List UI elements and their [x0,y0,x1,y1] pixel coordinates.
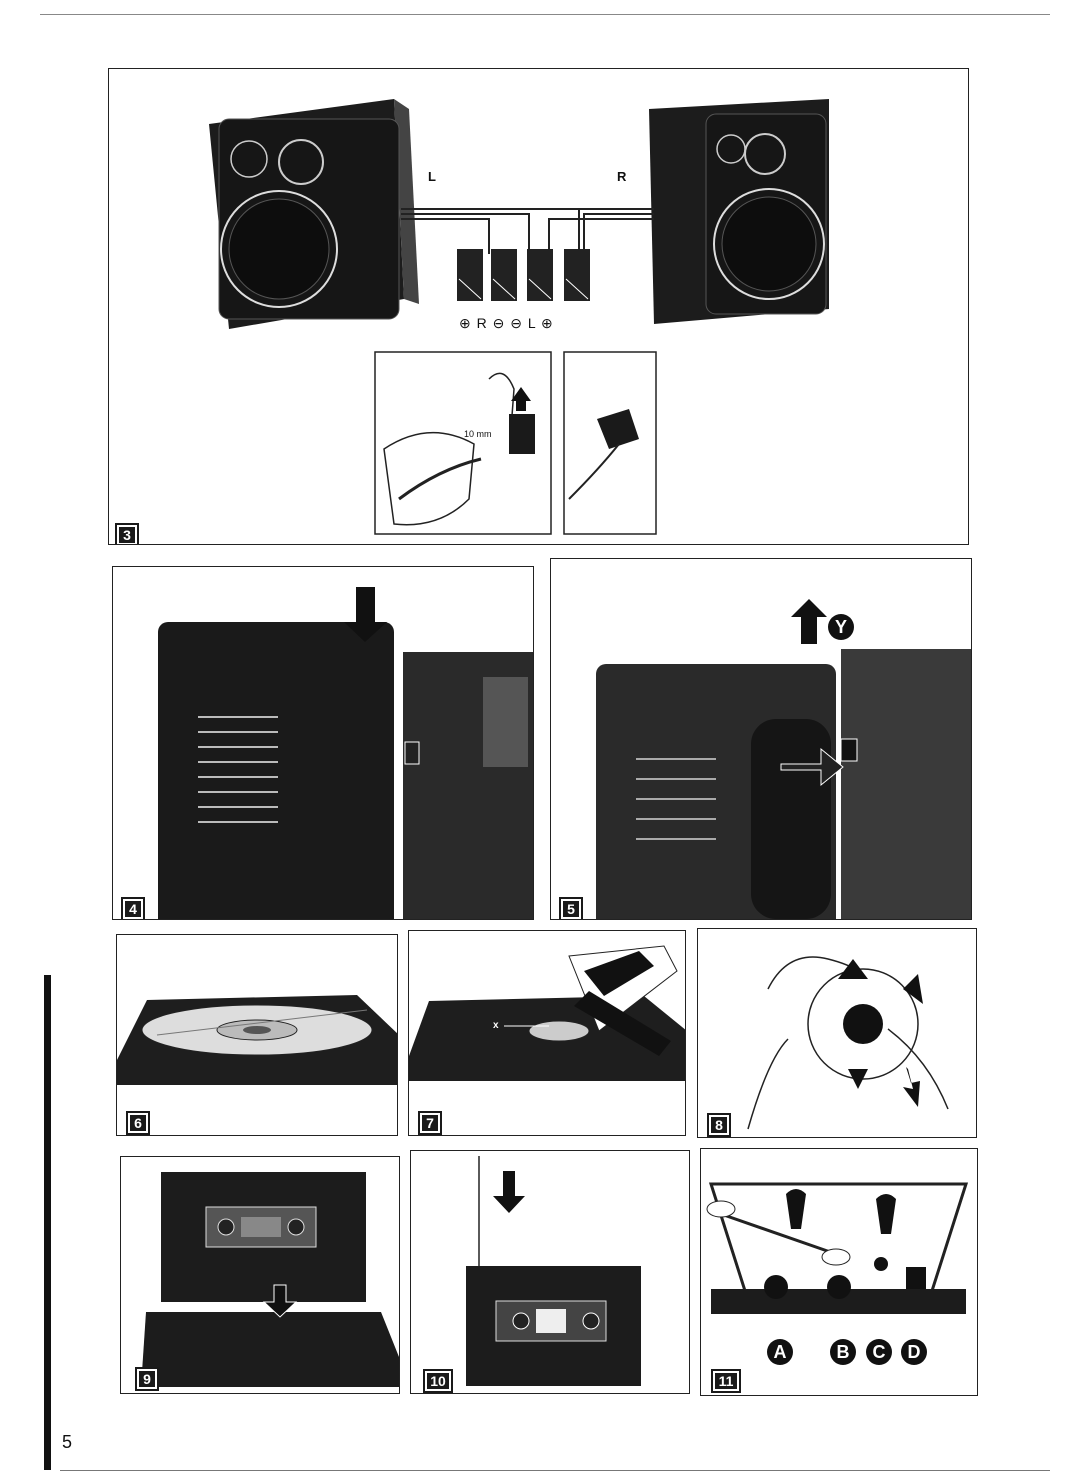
figure-3-number: 3 [115,523,139,544]
wrong-disc-handling-illustration [409,945,685,1081]
cassette-insert-illustration [141,1172,399,1387]
part-b-label: B [830,1339,856,1365]
speaker-terminals [457,249,590,301]
disc-wipe-illustration [747,956,949,1130]
speaker-wiring-illustration [209,99,829,535]
cassette-tape-illustration [466,1156,641,1386]
right-speaker-label: R [617,169,627,184]
figure-9-number: 9 [135,1367,159,1391]
top-edge-line [40,14,1050,15]
strip-length-label: 10 mm [464,429,492,439]
terminal-polarity-label: ⊕ R ⊖ ⊖ L ⊕ [459,315,554,331]
figure-4-number: 4 [121,897,145,919]
right-speaker [649,99,829,324]
figure-10-number: 10 [423,1369,453,1393]
part-c-label: C [866,1339,892,1365]
tape-head-cleaning-illustration [706,1182,969,1314]
figure-6-panel: 6 [116,934,398,1136]
figure-7-panel: x 7 [408,930,686,1136]
part-a-label: A [767,1339,793,1365]
figure-9-panel: 9 [120,1156,400,1394]
x-reference-label: x [493,1020,499,1031]
figure-7-number: 7 [418,1111,442,1135]
page-number: 5 [62,1432,73,1452]
figure-11-panel: A B C D 11 [700,1148,978,1396]
figure-8-panel: 8 [697,928,977,1138]
figure-3-panel: L R ⊕ R ⊖ ⊖ L ⊕ 10 mm 3 [108,68,969,545]
disc-tray-illustration [117,995,397,1085]
marker-y: Y [828,614,854,640]
margin-bar [44,975,51,1470]
left-speaker-label: L [428,169,436,184]
bottom-edge-line [60,1470,1050,1471]
figure-11-number: 11 [711,1369,741,1393]
figure-4-panel: 4 [112,566,534,920]
figure-5-panel: Y 5 [550,558,972,920]
cassette-door-illustration [158,587,533,919]
figure-8-number: 8 [707,1113,731,1137]
figure-6-number: 6 [126,1111,150,1135]
left-speaker [209,99,419,329]
part-d-label: D [901,1339,927,1365]
cassette-door-open-illustration [596,599,971,919]
figure-5-number: 5 [559,897,583,919]
figure-10-panel: 10 [410,1150,690,1394]
